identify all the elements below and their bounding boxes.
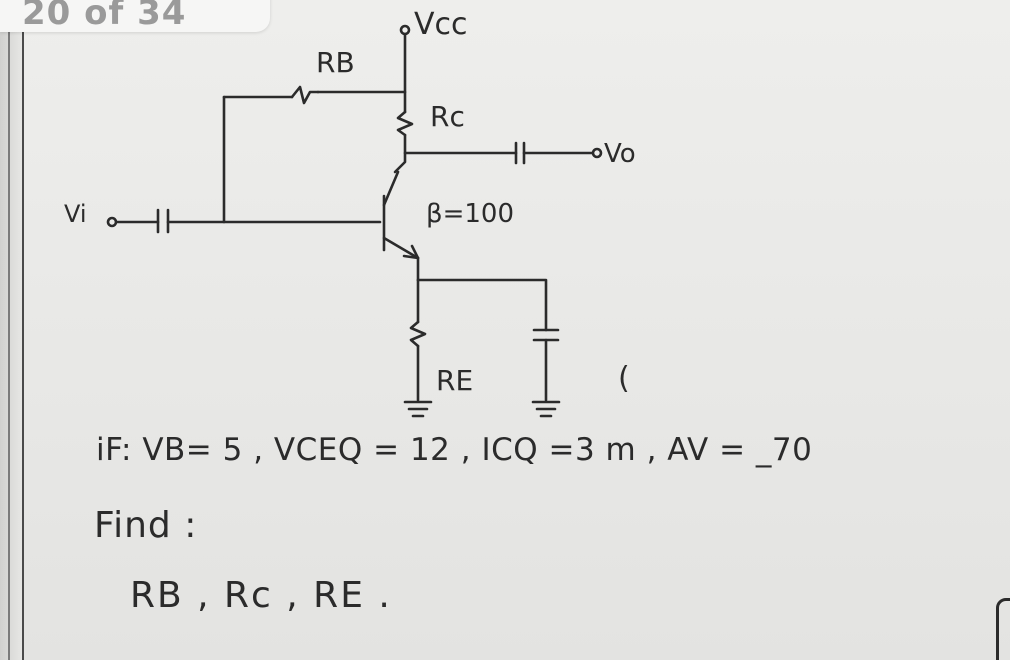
- vo-terminal: [591, 147, 603, 159]
- bypass-ground-icon: [531, 400, 561, 418]
- emitter-ground-icon: [403, 400, 433, 418]
- page-counter: 20 of 34: [22, 0, 187, 33]
- transistor-collector-lead: [382, 170, 400, 207]
- given-values: iF: VB= 5 , VCEQ = 12 , ICQ =3 m , AV = …: [96, 432, 813, 468]
- corner-bracket-mark: [996, 598, 1010, 660]
- vi-label: Vi: [64, 200, 87, 228]
- beta-label: β=100: [426, 199, 514, 229]
- paren-mark: (: [618, 361, 630, 396]
- rc-label: Rc: [430, 100, 465, 133]
- notebook-binding-line: [8, 0, 10, 660]
- vcc-label: Vcc: [414, 7, 468, 42]
- bypass-capacitor: [532, 328, 560, 342]
- base-resistor-rb: [290, 85, 320, 105]
- input-coupling-capacitor: [156, 208, 170, 234]
- notebook-binding-edge: [0, 0, 24, 660]
- find-label: Find :: [94, 505, 198, 546]
- page-counter-badge: 20 of 34: [0, 0, 270, 32]
- transistor-emitter-lead: [382, 236, 420, 260]
- rb-label: RB: [316, 46, 355, 79]
- bypass-branch-wire: [416, 278, 548, 332]
- collector-wire: [393, 133, 407, 174]
- emitter-resistor-re: [409, 320, 427, 348]
- unknowns-list: RB , Rc , RE .: [130, 575, 392, 616]
- re-label: RE: [436, 364, 473, 397]
- collector-resistor-rc: [396, 110, 414, 137]
- vo-label: Vo: [604, 139, 636, 169]
